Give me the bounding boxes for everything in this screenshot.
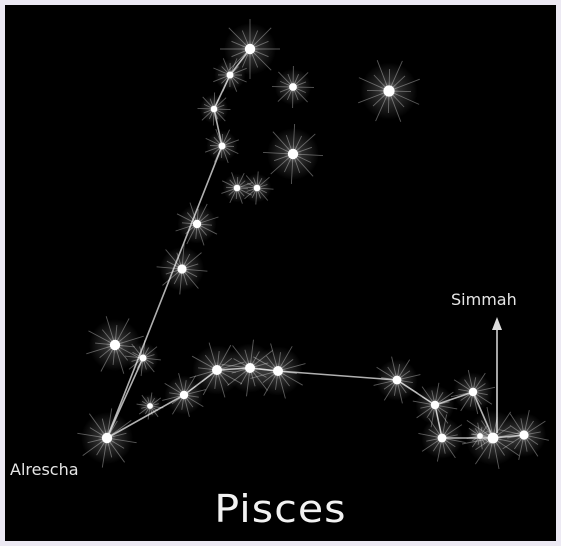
star: [358, 60, 420, 122]
star: [263, 124, 323, 184]
constellation-title: Pisces: [5, 487, 556, 531]
star: [451, 370, 495, 414]
star: [205, 129, 239, 163]
star-label-alrescha: Alrescha: [10, 460, 79, 479]
star: [176, 203, 219, 246]
star: [241, 172, 274, 205]
star: [374, 357, 421, 404]
star-field: [5, 5, 556, 541]
star: [272, 66, 314, 108]
star: [137, 393, 164, 420]
constellation-chart: Alrescha Simmah Pisces: [5, 5, 556, 541]
star: [198, 93, 231, 126]
star: [77, 408, 136, 467]
star-label-simmah: Simmah: [451, 290, 517, 309]
star: [157, 244, 208, 295]
